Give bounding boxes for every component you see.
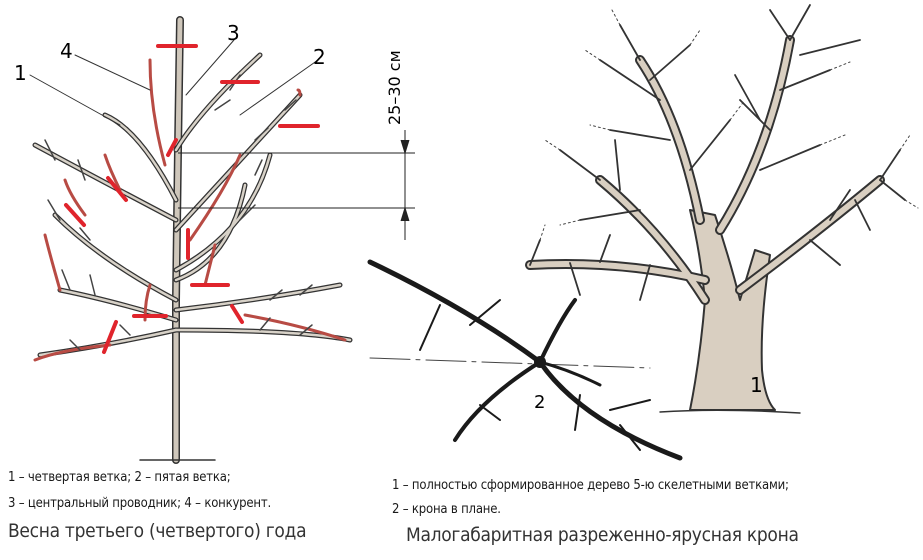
- annual-shoots: [35, 60, 345, 360]
- skeletal-branches: [35, 55, 350, 355]
- left-legend-line-1: 1 – четвертая ветка; 2 – пятая ветка;: [8, 470, 230, 485]
- label-branch-1: 1: [14, 61, 27, 85]
- label-plan: 2: [534, 392, 545, 413]
- dimension-label: 25–30 см: [385, 50, 404, 125]
- mature-tree: [530, 5, 918, 413]
- label-branch-2: 2: [313, 45, 326, 69]
- label-branch-4: 4: [60, 39, 73, 63]
- label-mature-tree: 1: [750, 373, 763, 397]
- label-branch-3: 3: [227, 21, 240, 45]
- ground-line: [660, 410, 800, 413]
- left-caption: Весна третьего (четвертого) года: [8, 520, 306, 542]
- right-caption: Малогабаритная разреженно-ярусная крона: [406, 524, 799, 546]
- dimension-markers: [178, 130, 415, 240]
- right-legend-line-1: 1 – полностью сформированное дерево 5-ю …: [392, 478, 789, 493]
- right-legend-line-2: 2 – крона в плане.: [392, 502, 501, 517]
- left-tree: [30, 20, 350, 460]
- left-legend-line-2: 3 – центральный проводник; 4 – конкурент…: [8, 496, 271, 511]
- crown-plan-view: [370, 262, 680, 458]
- label-leaders: [30, 40, 318, 125]
